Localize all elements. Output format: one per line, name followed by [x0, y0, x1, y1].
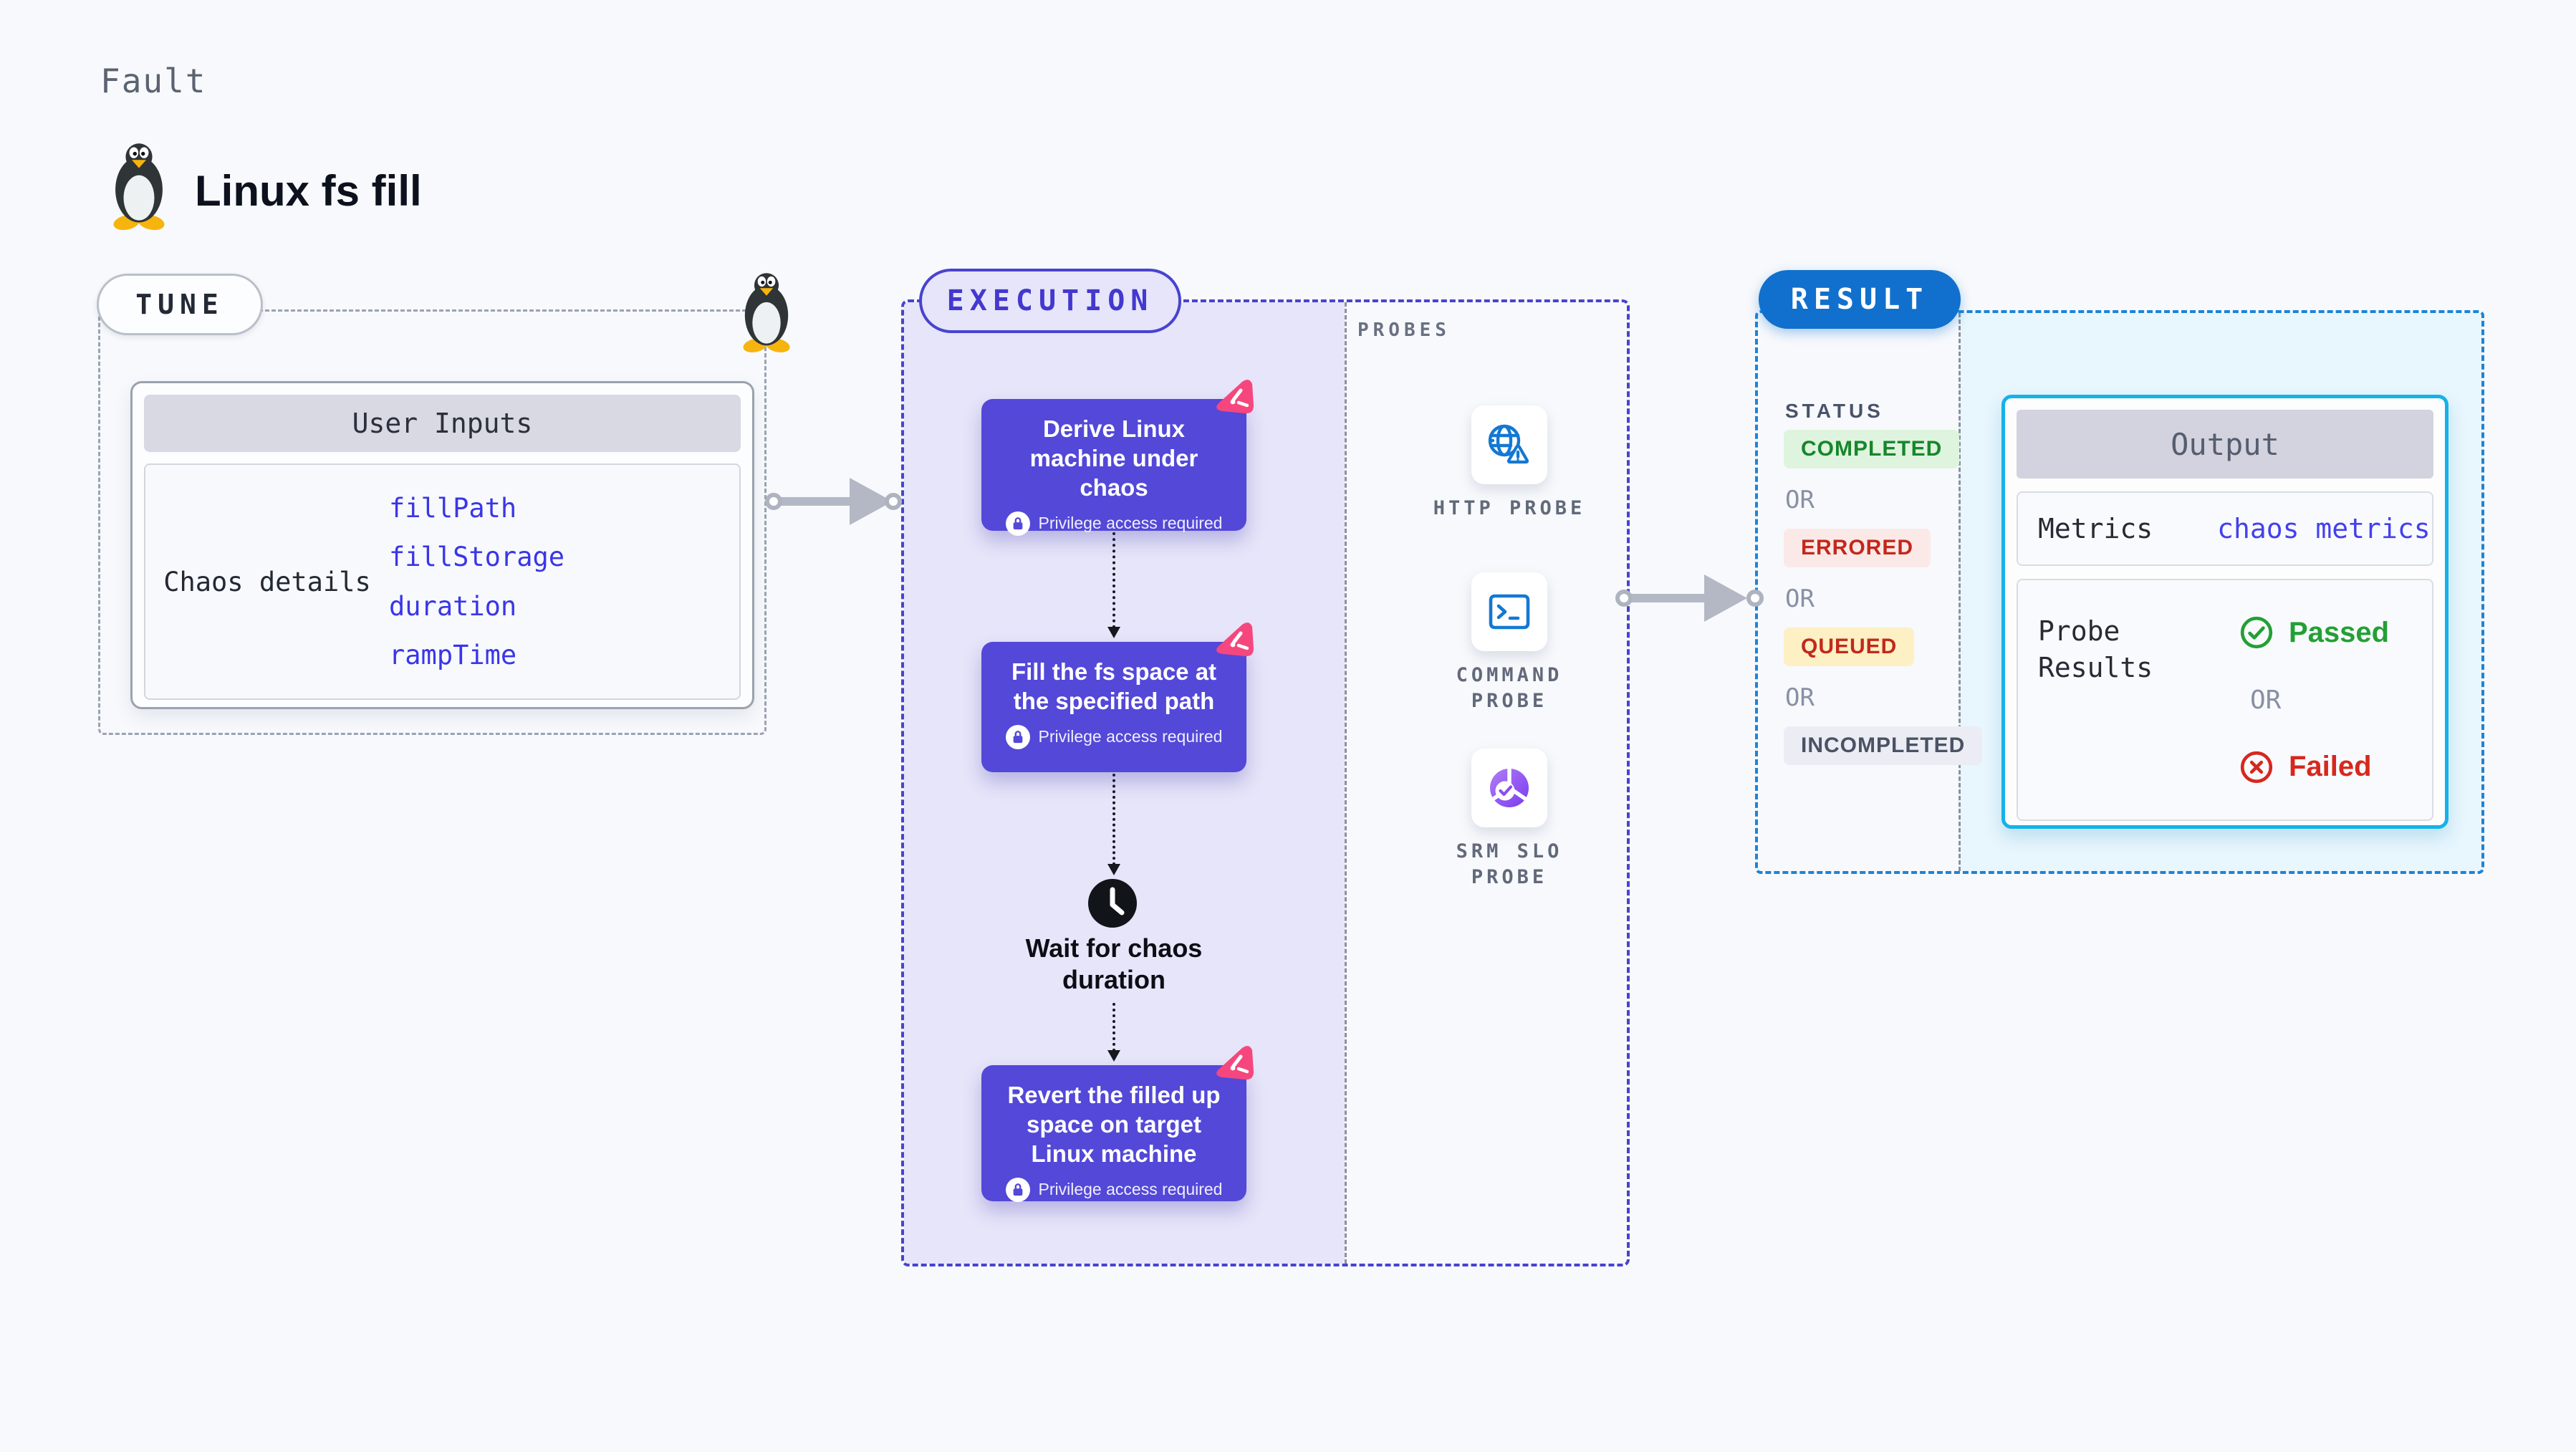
step-title: Revert the filled up space on target Lin… [1007, 1082, 1221, 1167]
probe-name-srm-slo: SRM SLO PROBE [1456, 840, 1563, 889]
probe-name-command: COMMAND PROBE [1456, 664, 1563, 713]
tux-penguin-icon [743, 273, 790, 352]
or-label: OR [1785, 486, 1815, 514]
failed-label: Failed [2289, 751, 2372, 783]
connector-arrowhead [1704, 574, 1747, 622]
probe-card-srm-slo [1471, 749, 1547, 827]
input-values: fillPath fillStorage duration rampTime [389, 465, 739, 698]
metrics-label: Metrics [2038, 513, 2153, 544]
output-card: Output Metrics chaos metrics Probe Resul… [2001, 395, 2448, 829]
privilege-note-text: Privilege access required [1038, 727, 1223, 746]
tux-penguin-icon [113, 143, 165, 231]
status-badge-completed: COMPLETED [1784, 430, 1960, 468]
step-connector-dotted [1107, 532, 1120, 638]
step-connector-dotted [1107, 774, 1120, 875]
or-label: OR [2250, 685, 2282, 715]
check-circle-icon [2240, 617, 2273, 649]
connector-start-circle [1615, 590, 1633, 607]
probes-zone-divider [1345, 302, 1347, 1264]
connector-line [779, 497, 852, 506]
lock-icon [1005, 724, 1030, 749]
page-title: Linux fs fill [195, 167, 422, 215]
output-header: Output [2017, 410, 2433, 479]
status-zone-divider [1959, 313, 1961, 871]
chaos-fault-badge-icon [1216, 380, 1254, 414]
privilege-note-text: Privilege access required [1038, 1180, 1223, 1199]
passed-verdict: Passed [2239, 615, 2432, 650]
result-section-pill: RESULT [1759, 270, 1961, 329]
globe-alert-icon [1488, 424, 1529, 464]
step-connector-dotted [1107, 1003, 1120, 1062]
failed-verdict: Failed [2239, 749, 2432, 785]
input-fillpath: fillPath [389, 493, 517, 524]
connector-line [1630, 594, 1707, 602]
user-inputs-table: Chaos details fillPath fillStorage durat… [144, 463, 741, 700]
terminal-icon [1489, 594, 1530, 630]
chaos-fault-badge-icon [1216, 622, 1254, 657]
chaos-details-label: Chaos details [163, 566, 371, 597]
metrics-row: Metrics chaos metrics [2017, 491, 2433, 566]
execution-step-card: Derive Linux machine under chaos Privile… [981, 399, 1246, 536]
privilege-note-text: Privilege access required [1038, 514, 1223, 533]
probe-name-http: HTTP PROBE [1433, 497, 1586, 519]
lock-icon [1005, 511, 1030, 536]
status-badge-incompleted: INCOMPLETED [1784, 726, 1983, 765]
tune-section-box [98, 309, 766, 735]
status-badge-queued: QUEUED [1784, 628, 1915, 666]
probes-zone-label: PROBES [1357, 319, 1451, 341]
privilege-note: Privilege access required [994, 511, 1234, 536]
metrics-value: chaos metrics [2217, 513, 2431, 544]
chaos-fault-badge-icon [1216, 1046, 1254, 1080]
probe-card-http [1471, 405, 1547, 484]
privilege-note: Privilege access required [994, 1177, 1234, 1202]
wait-step-label: Wait for chaos duration [1025, 933, 1203, 994]
passed-label: Passed [2289, 616, 2390, 648]
execution-section-pill: EXECUTION [919, 269, 1181, 333]
execution-step-card: Fill the fs space at the specified path … [981, 642, 1246, 772]
privilege-note: Privilege access required [994, 724, 1234, 749]
input-duration: duration [389, 590, 517, 622]
slo-donut-check-icon [1489, 765, 1529, 807]
step-title: Fill the fs space at the specified path [1011, 658, 1217, 714]
or-label: OR [1785, 683, 1815, 712]
probe-results-values: Passed OR Failed [2196, 580, 2432, 819]
input-ramptime: rampTime [389, 639, 517, 670]
connector-start-circle [765, 493, 782, 510]
status-heading: STATUS [1785, 400, 1884, 422]
status-badge-errored: ERRORED [1784, 529, 1931, 567]
input-fillstorage: fillStorage [389, 542, 565, 573]
tune-section-pill: TUNE [97, 274, 263, 335]
lock-icon [1005, 1177, 1030, 1202]
probe-results-row: Probe Results Passed OR Failed [2017, 579, 2433, 821]
connector-end-circle [885, 493, 902, 510]
user-inputs-header: User Inputs [144, 395, 741, 452]
or-label: OR [1785, 585, 1815, 613]
step-title: Derive Linux machine under chaos [1029, 415, 1198, 501]
probe-results-label: Probe Results [2038, 615, 2153, 684]
probe-card-command [1471, 572, 1547, 651]
connector-end-circle [1746, 590, 1764, 607]
fault-kicker: Fault [100, 62, 207, 100]
execution-step-card: Revert the filled up space on target Lin… [981, 1065, 1246, 1202]
user-inputs-card: User Inputs Chaos details fillPath fillS… [130, 381, 754, 709]
x-circle-icon [2240, 751, 2273, 783]
clock-icon [1088, 879, 1137, 928]
